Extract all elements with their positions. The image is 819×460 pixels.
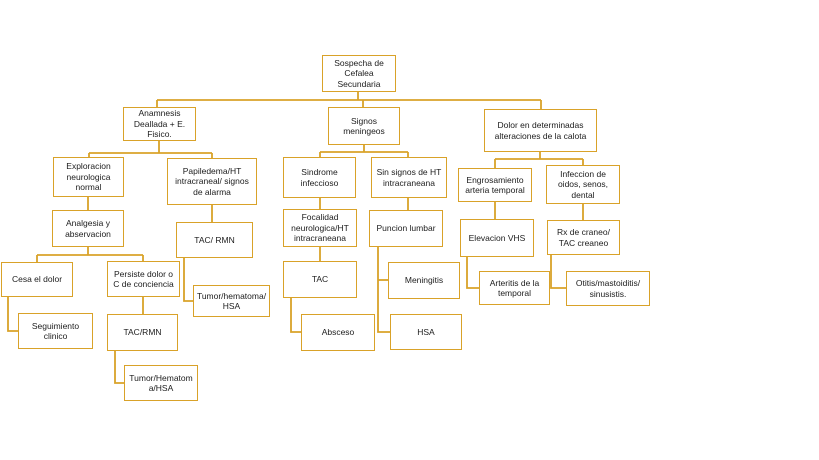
node-tac-rmn-2: TAC/ RMN <box>176 222 253 258</box>
connector-segment <box>290 298 301 333</box>
node-tac: TAC <box>283 261 357 298</box>
node-focalidad: Focalidad neurologica/HT intracraneana <box>283 209 357 247</box>
connector-segment <box>183 258 193 302</box>
node-dolor-calota: Dolor en determinadas alteraciones de la… <box>484 109 597 152</box>
node-tumor-2: Tumor/hematoma/HSA <box>193 285 270 317</box>
node-exploracion: Exploracion neurologica normal <box>53 157 124 197</box>
node-seguimiento: Seguimiento clinico <box>18 313 93 349</box>
node-sindrome: Sindrome infeccioso <box>283 157 356 198</box>
node-papiledema: Papiledema/HT intracraneal/ signos de al… <box>167 158 257 205</box>
node-tac-rmn-1: TAC/RMN <box>107 314 178 351</box>
node-infeccion: Infeccion de oidos, senos, dental <box>546 165 620 204</box>
node-puncion: Puncion lumbar <box>369 210 443 247</box>
node-arteritis: Arteritis de la temporal <box>479 271 550 305</box>
node-elevacion: Elevacion VHS <box>460 219 534 257</box>
connector-segment <box>466 257 479 289</box>
connector-segment <box>377 247 390 333</box>
node-hsa: HSA <box>390 314 462 350</box>
node-cesa-dolor: Cesa el dolor <box>1 262 73 297</box>
node-persiste: Persiste dolor o C de conciencia <box>107 261 180 297</box>
node-sin-signos: Sin signos de HT intracraneana <box>371 157 447 198</box>
node-tumor-1: Tumor/Hematoma/HSA <box>124 365 198 401</box>
node-absceso: Absceso <box>301 314 375 351</box>
node-meningitis: Meningitis <box>388 262 460 299</box>
node-signos-meningeos: Signos meningeos <box>328 107 400 145</box>
node-engrosamiento: Engrosamiento arteria temporal <box>458 168 532 202</box>
node-rx-craneo: Rx de craneo/ TAC creaneo <box>547 220 620 255</box>
node-analgesia: Analgesia y abservacion <box>52 210 124 247</box>
node-otitis: Otitis/mastoiditis/ sinusistis. <box>566 271 650 306</box>
connector-segment <box>550 255 566 289</box>
connector-segment <box>7 297 18 332</box>
node-root: Sospecha de Cefalea Secundaria <box>322 55 396 92</box>
connector-segment <box>114 351 124 384</box>
node-anamnesis: Anamnesis Deallada + E. Fisico. <box>123 107 196 141</box>
